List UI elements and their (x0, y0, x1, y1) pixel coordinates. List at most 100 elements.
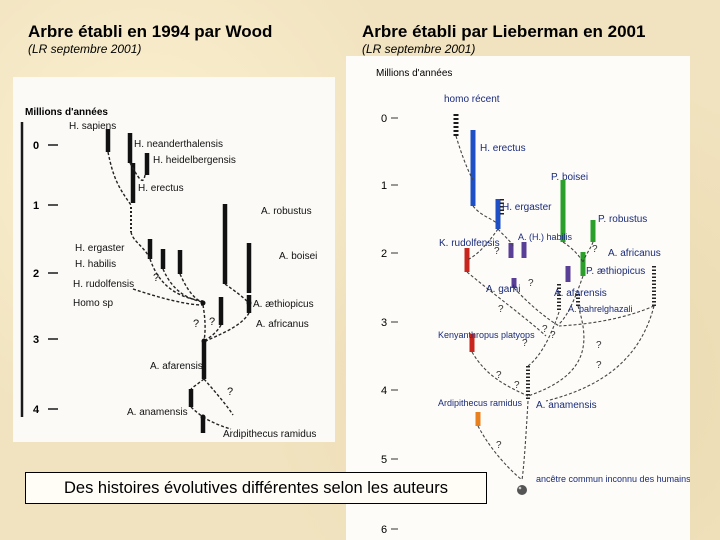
lieberman-tree-panel: Millions d'années 0 1 2 3 4 5 6 (346, 56, 690, 540)
wood-label-a-anamensis: A. anamensis (127, 407, 188, 418)
wood-label-h-heidelbergensis: H. heidelbergensis (153, 155, 236, 166)
lieberman-label-a-africanus: A. africanus (608, 248, 661, 259)
lieberman-link (513, 287, 560, 327)
lieberman-link (545, 305, 655, 402)
lieberman-question-mark: ? (496, 370, 502, 381)
lieberman-tick-3: 3 (381, 317, 387, 329)
lieberman-link (477, 425, 523, 481)
lieberman-question-mark: ? (522, 338, 528, 349)
wood-label-a-afarensis: A. afarensis (150, 361, 203, 372)
lieberman-label-a-afarensis: A. afarensis (554, 288, 607, 299)
wood-node (201, 338, 207, 344)
wood-tree-diagram: Millions d'années 0 1 2 3 4 (20, 107, 317, 440)
lieberman-question-mark: ? (542, 324, 548, 335)
right-title: Arbre établi par Lieberman en 2001 (362, 22, 646, 41)
lieberman-tick-4: 4 (381, 385, 387, 397)
lieberman-question-mark: ? (496, 440, 502, 451)
lieberman-label-ardipithecus: Ardipithecus ramidus (438, 398, 523, 408)
lieberman-link (472, 205, 499, 225)
wood-label-h-rudolfensis: H. rudolfensis (73, 279, 134, 290)
wood-tick-0: 0 (33, 140, 39, 152)
lieberman-label-p-robustus: P. robustus (598, 214, 647, 225)
wood-tree-panel: Millions d'années 0 1 2 3 4 (13, 77, 335, 442)
lieberman-link (471, 351, 529, 397)
lieberman-tick-5: 5 (381, 454, 387, 466)
wood-link (202, 304, 206, 342)
wood-link (224, 283, 250, 304)
wood-label-h-erectus: H. erectus (138, 183, 184, 194)
wood-label-a-boisei: A. boisei (279, 251, 317, 262)
wood-label-h-neanderthalensis: H. neanderthalensis (134, 139, 223, 150)
wood-label-h-habilis: H. habilis (75, 259, 116, 270)
lieberman-label-a-bahrelghazali: A. bahrelghazali (568, 304, 633, 314)
lieberman-label-homo-recent: homo récent (444, 94, 500, 105)
lieberman-tick-1: 1 (381, 180, 387, 192)
wood-label-a-aethiopicus: A. æthiopicus (253, 299, 314, 310)
wood-node (200, 414, 206, 420)
wood-question-mark: ? (193, 318, 199, 330)
wood-axis-title: Millions d'années (25, 107, 108, 118)
wood-question-mark: ? (153, 272, 159, 284)
wood-label-h-ergaster: H. ergaster (75, 243, 125, 254)
wood-node (200, 300, 206, 306)
wood-label-ardipithecus: Ardipithecus ramidus (223, 429, 316, 440)
wood-tick-2: 2 (33, 268, 39, 280)
left-subtitle: (LR septembre 2001) (28, 42, 142, 56)
lieberman-axis-title: Millions d'années (376, 68, 452, 79)
wood-label-h-sapiens: H. sapiens (69, 121, 116, 132)
wood-link (190, 378, 205, 390)
lieberman-question-mark: ? (514, 380, 520, 391)
lieberman-link (521, 400, 529, 481)
wood-label-homo-sp: Homo sp (73, 298, 113, 309)
lieberman-label-p-aethiopicus: P. æthiopicus (586, 266, 645, 277)
left-title: Arbre établi en 1994 par Wood (28, 22, 273, 41)
lieberman-label-p-boisei: P. boisei (551, 172, 588, 183)
lieberman-tick-2: 2 (381, 248, 387, 260)
lieberman-label-kenyanthropus: Kenyanthropus platyops (438, 330, 535, 340)
lieberman-link (466, 228, 499, 261)
wood-link (203, 378, 234, 416)
wood-link (107, 151, 132, 206)
lieberman-link (558, 275, 584, 325)
lieberman-question-mark: ? (550, 330, 556, 341)
lieberman-tick-0: 0 (381, 113, 387, 125)
lieberman-label-k-rudolfensis: K. rudolfensis (439, 238, 500, 249)
wood-link (162, 268, 204, 303)
lieberman-label-a-anamensis: A. anamensis (536, 400, 597, 411)
wood-question-mark: ? (209, 316, 215, 328)
lieberman-link (527, 311, 560, 367)
right-subtitle: (LR septembre 2001) (362, 42, 476, 56)
wood-label-a-robustus: A. robustus (261, 206, 312, 217)
wood-label-a-africanus: A. africanus (256, 319, 309, 330)
lieberman-label-ancestor: ancêtre commun inconnu des humains et de… (536, 474, 690, 484)
lieberman-question-mark: ? (498, 304, 504, 315)
lieberman-tree-diagram: Millions d'années 0 1 2 3 4 5 6 (376, 68, 690, 536)
wood-tick-3: 3 (33, 334, 39, 346)
lieberman-tick-6: 6 (381, 524, 387, 536)
lieberman-link (455, 135, 474, 181)
caption-box: Des histoires évolutives différentes sel… (25, 472, 487, 504)
lieberman-question-mark: ? (494, 246, 500, 257)
lieberman-question-mark: ? (528, 278, 534, 289)
lieberman-link (527, 305, 585, 397)
ancestor-icon (517, 485, 527, 495)
lieberman-link (558, 305, 655, 327)
lieberman-label-h-ergaster: H. ergaster (502, 202, 552, 213)
lieberman-label-h-erectus: H. erectus (480, 143, 526, 154)
wood-link (132, 288, 204, 306)
wood-link (149, 258, 204, 302)
lieberman-label-h-habilis: A. (H.) habilis (518, 232, 573, 242)
lieberman-link (466, 271, 547, 337)
wood-link (202, 416, 232, 430)
ancestor-icon-detail (518, 486, 522, 490)
wood-tick-1: 1 (33, 200, 39, 212)
lieberman-question-mark: ? (596, 360, 602, 371)
lieberman-question-mark: ? (592, 244, 598, 255)
lieberman-link (582, 241, 594, 263)
lieberman-link (562, 241, 584, 263)
wood-link (205, 312, 250, 342)
wood-question-mark: ? (227, 386, 233, 398)
lieberman-link (497, 228, 515, 249)
wood-link (190, 406, 204, 418)
wood-node (246, 300, 252, 306)
